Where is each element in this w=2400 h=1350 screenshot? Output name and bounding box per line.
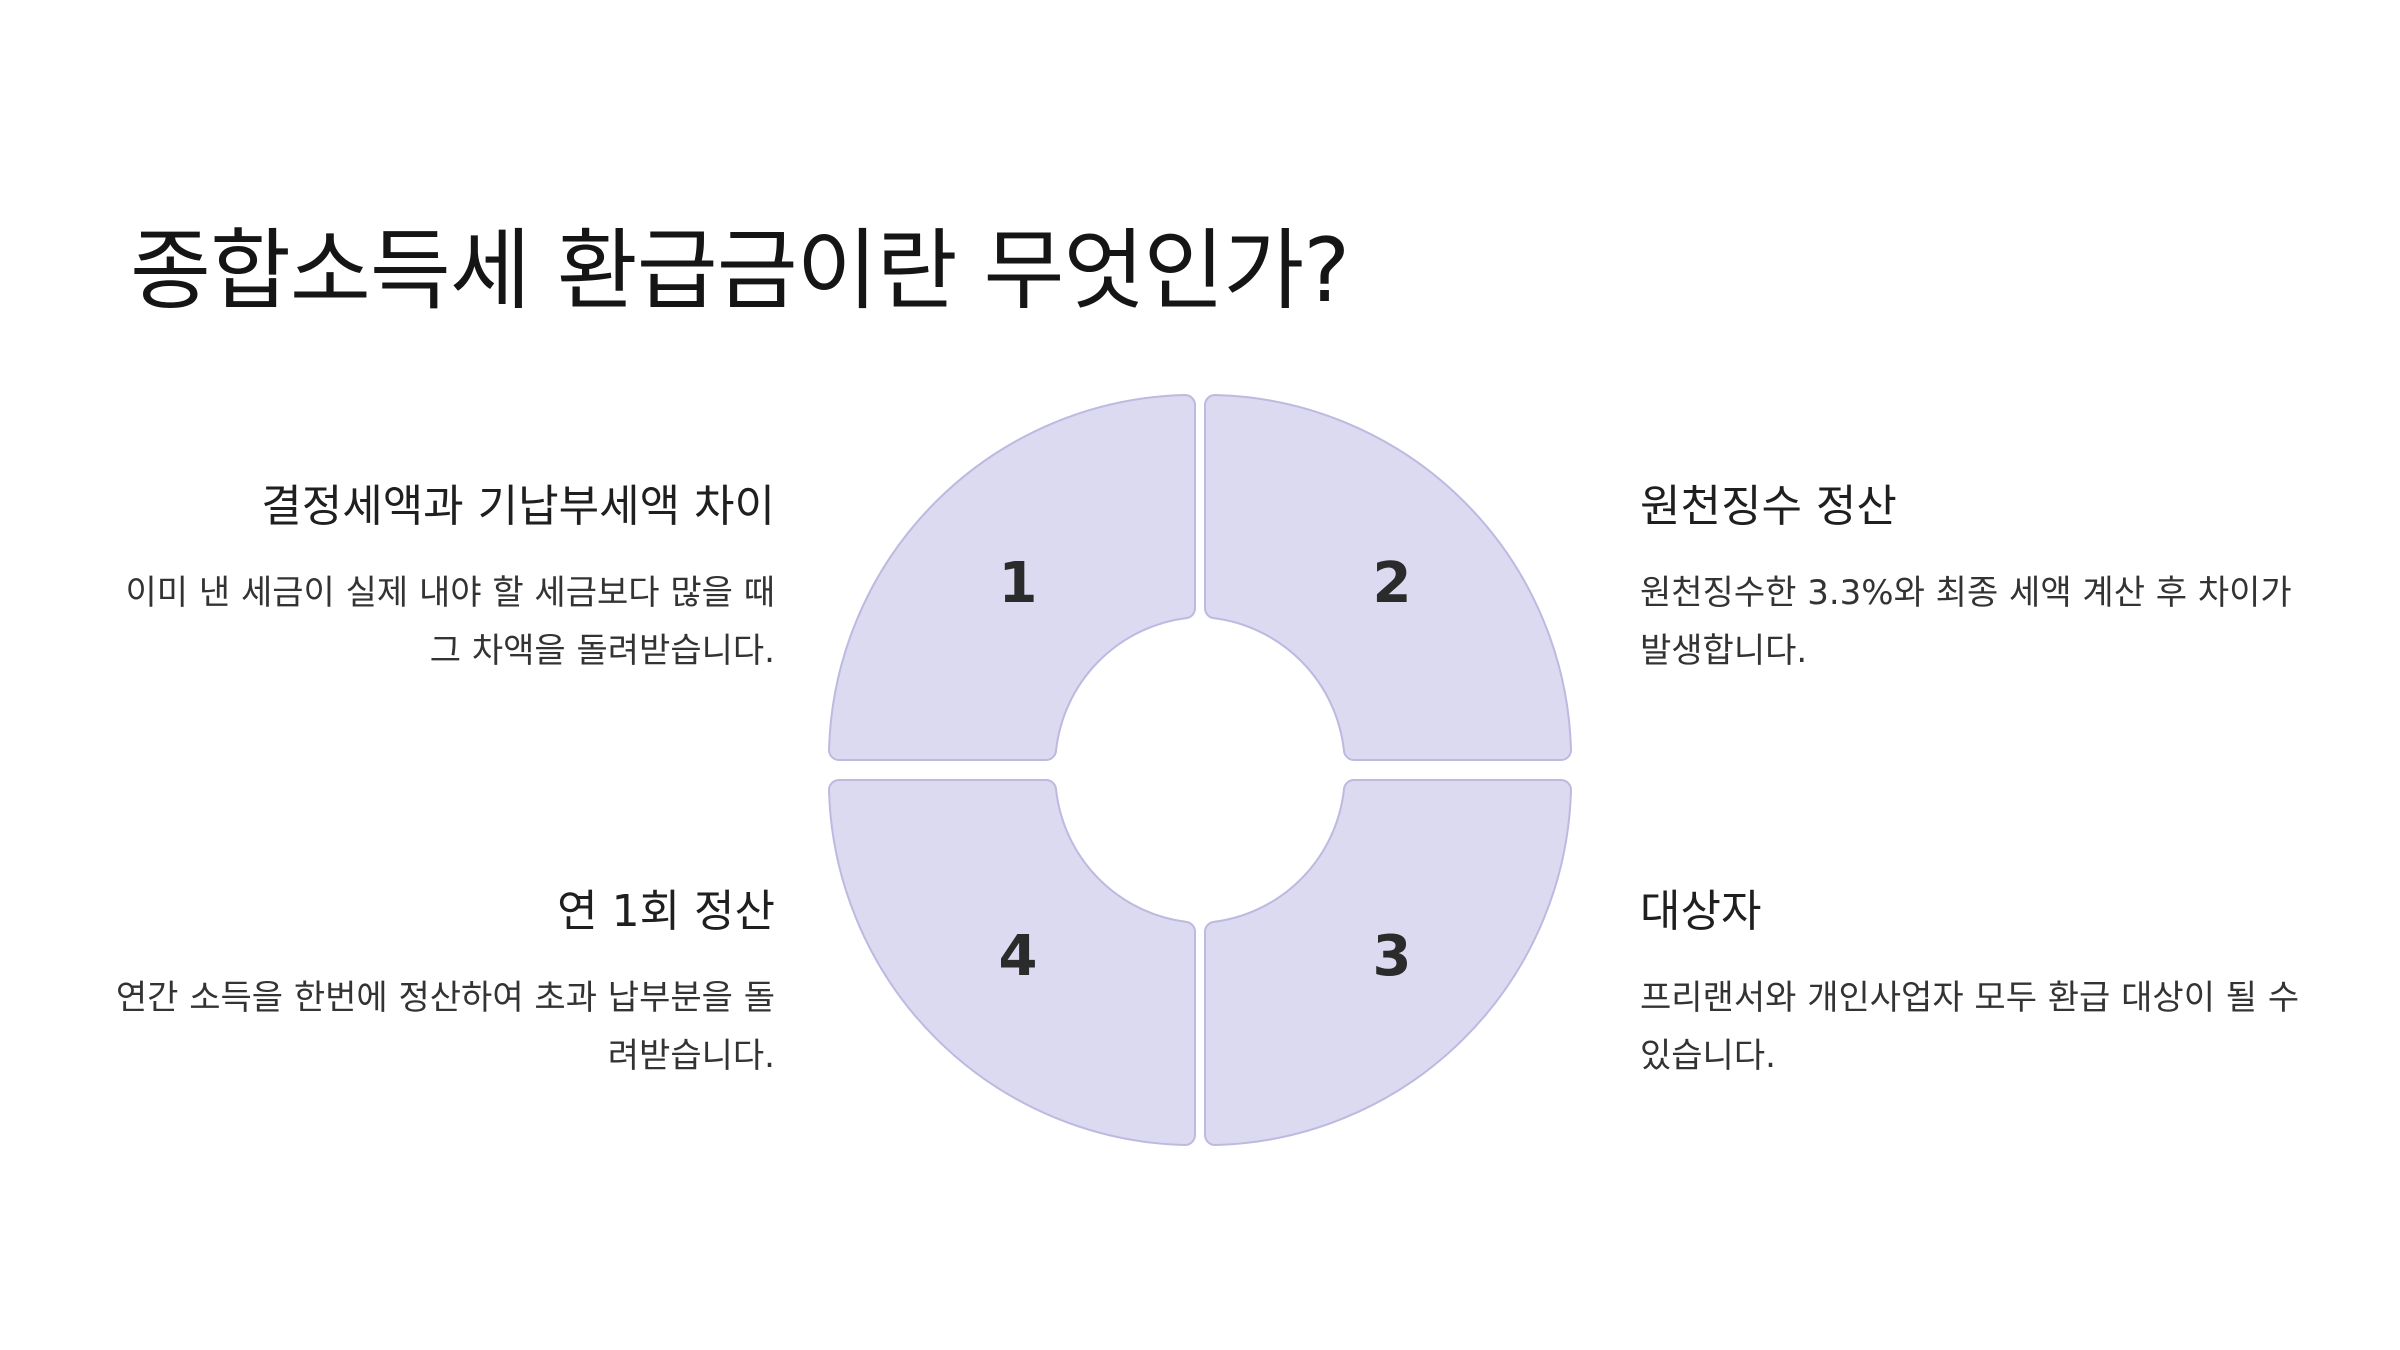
segment-number-3: 3 <box>1373 924 1412 989</box>
segment-1-description: 결정세액과 기납부세액 차이 이미 낸 세금이 실제 내야 할 세금보다 많을 … <box>100 470 776 680</box>
segment-1 <box>827 393 1197 762</box>
segment-3-heading: 대상자 <box>1640 886 1762 937</box>
segment-number-2: 2 <box>1373 551 1412 616</box>
segment-4 <box>827 778 1197 1147</box>
segment-3-description: 대상자 프리랜서와 개인사업자 모두 환급 대상이 될 수 있습니다. <box>1640 875 2300 1085</box>
segment-2-description: 원천징수 정산 원천징수한 3.3%와 최종 세액 계산 후 차이가 발생합니다… <box>1640 470 2300 680</box>
segment-3 <box>1203 778 1573 1147</box>
segment-number-1: 1 <box>999 551 1038 616</box>
segment-2 <box>1203 393 1573 762</box>
segment-4-description: 연 1회 정산 연간 소득을 한번에 정산하여 초과 납부분을 돌려받습니다. <box>100 875 775 1085</box>
segment-2-heading: 원천징수 정산 <box>1640 481 1897 532</box>
segment-4-heading: 연 1회 정산 <box>557 886 775 937</box>
segment-number-4: 4 <box>999 924 1038 989</box>
page-title: 종합소득세 환급금이란 무엇인가? <box>130 219 1350 322</box>
segment-3-text: 프리랜서와 개인사업자 모두 환급 대상이 될 수 있습니다. <box>1640 978 2300 1076</box>
segment-1-text: 이미 낸 세금이 실제 내야 할 세금보다 많을 때 그 차액을 돌려받습니다. <box>125 573 776 671</box>
segment-2-text: 원천징수한 3.3%와 최종 세액 계산 후 차이가 발생합니다. <box>1640 573 2292 671</box>
segment-1-heading: 결정세액과 기납부세액 차이 <box>261 481 775 532</box>
segment-4-text: 연간 소득을 한번에 정산하여 초과 납부분을 돌려받습니다. <box>115 978 775 1076</box>
